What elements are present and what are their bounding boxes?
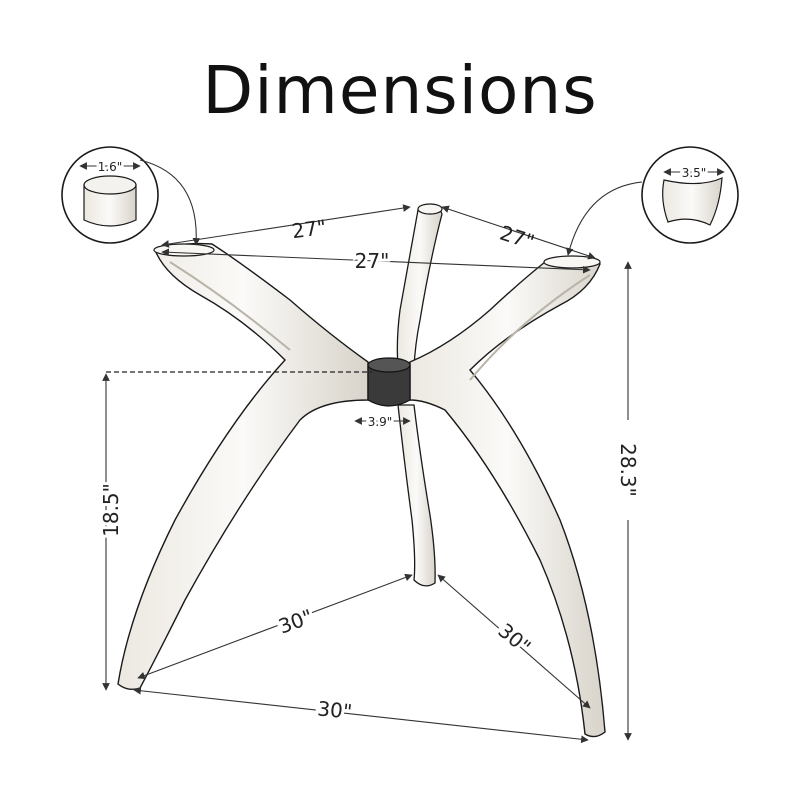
- bottom-right-dimension-line: [437, 574, 591, 709]
- right-pad-detail: [565, 146, 739, 256]
- bottom-left-dimension-label: 30": [275, 604, 316, 638]
- back-leg: [396, 203, 443, 587]
- right-pad-width-label: 3.5": [682, 166, 707, 180]
- top-front-dimension-label: 27": [355, 249, 390, 273]
- left-leg: [117, 242, 369, 691]
- top-left-dimension-label: 27": [290, 215, 328, 244]
- right-leg: [409, 255, 606, 738]
- bottom-right-dimension-label: 30": [494, 618, 536, 659]
- hub-height-label: 18.5": [99, 483, 123, 537]
- top-right-dimension-label: 27": [497, 221, 537, 255]
- hub-diameter-label: 3.9": [368, 415, 393, 429]
- left-pad-width-label: 1.6": [98, 160, 123, 174]
- top-front-dimension-line: [161, 248, 591, 274]
- page-title: Dimensions: [202, 52, 598, 129]
- bottom-left-dimension-line: [137, 573, 413, 680]
- bottom-front-dimension-label: 30": [316, 696, 353, 723]
- center-hub: [367, 357, 411, 407]
- left-pad-detail: [61, 146, 201, 246]
- bottom-front-dimension-line: [133, 686, 589, 744]
- top-left-dimension-line: [161, 204, 411, 248]
- total-height-label: 28.3": [616, 443, 640, 497]
